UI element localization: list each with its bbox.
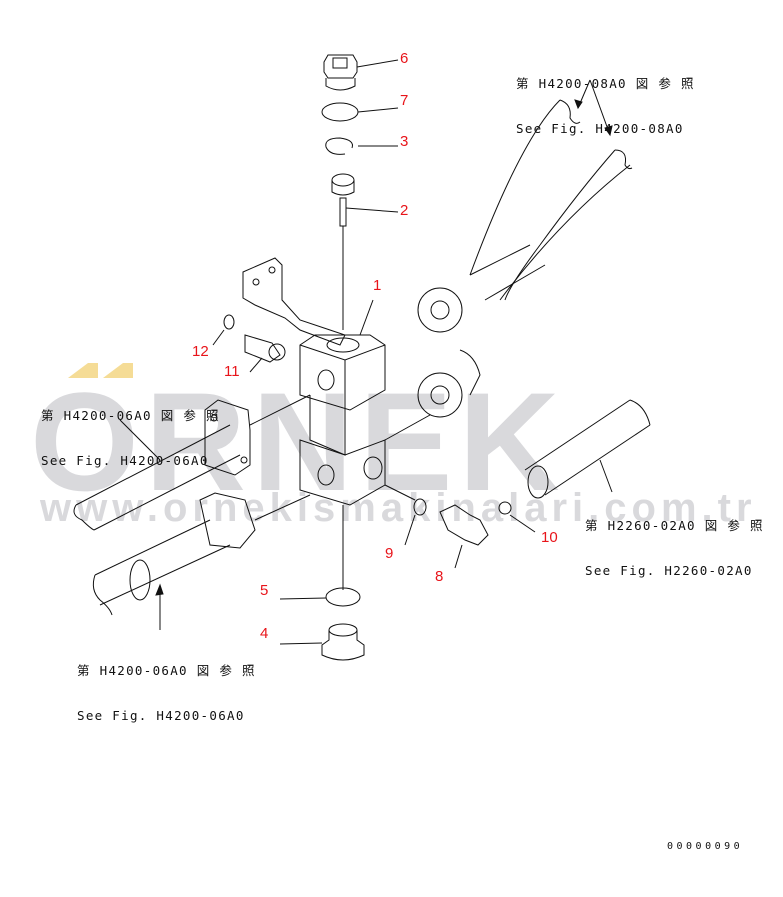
hose-upper-right xyxy=(417,99,633,418)
reference-note-mid-left: 第 H4200-06A0 図 参 照 See Fig. H4200-06A0 xyxy=(41,378,220,498)
hose-left-lower xyxy=(92,492,311,630)
reference-jp: 第 H4200-06A0 図 参 照 xyxy=(77,663,256,678)
callout-3: 3 xyxy=(400,133,409,150)
callout-10: 10 xyxy=(541,529,558,546)
reference-en: See Fig. H4200-08A0 xyxy=(516,121,684,136)
reference-note-top-right: 第 H4200-08A0 図 参 照 See Fig. H4200-08A0 xyxy=(516,46,695,166)
reference-note-mid-right: 第 H2260-02A0 図 参 照 See Fig. H2260-02A0 xyxy=(585,488,764,608)
watermark-url: www.ornekismakinalari.com.tr xyxy=(40,486,757,530)
oring-part-10 xyxy=(498,501,512,515)
callout-4: 4 xyxy=(260,625,269,642)
hose-left-upper xyxy=(73,394,311,531)
valve-block-part-1 xyxy=(299,299,386,590)
callout-9: 9 xyxy=(385,545,394,562)
callout-2: 2 xyxy=(400,202,409,219)
snapring-part-3 xyxy=(325,137,353,155)
watermark-accent-icon xyxy=(68,363,133,378)
callout-12: 12 xyxy=(192,343,209,360)
reference-en: See Fig. H4200-06A0 xyxy=(41,453,209,468)
elbow-part-8 xyxy=(439,504,489,569)
callout-1: 1 xyxy=(373,277,382,294)
reference-en: See Fig. H4200-06A0 xyxy=(77,708,245,723)
plug-part-6 xyxy=(323,54,399,91)
reference-jp: 第 H4200-08A0 図 参 照 xyxy=(516,76,695,91)
callout-6: 6 xyxy=(400,50,409,67)
ref-arrows-top xyxy=(574,79,613,137)
callout-7: 7 xyxy=(400,92,409,109)
reference-jp: 第 H2260-02A0 図 参 照 xyxy=(585,518,764,533)
washer-part-12 xyxy=(223,314,235,330)
callout-8: 8 xyxy=(435,568,444,585)
oring-part-7 xyxy=(321,102,359,122)
watermark-brand: ORNEK xyxy=(30,363,566,520)
reference-en: See Fig. H2260-02A0 xyxy=(585,563,753,578)
oring-part-5 xyxy=(325,587,361,607)
plug-part-4 xyxy=(279,623,365,661)
bolt-part-11 xyxy=(244,334,286,373)
hose-right xyxy=(384,399,651,499)
bracket xyxy=(242,257,346,346)
oring-part-9 xyxy=(413,498,427,516)
reference-note-bottom-left: 第 H4200-06A0 図 参 照 See Fig. H4200-06A0 xyxy=(77,633,256,753)
valve-part-2 xyxy=(331,173,399,330)
reference-jp: 第 H4200-06A0 図 参 照 xyxy=(41,408,220,423)
callout-5: 5 xyxy=(260,582,269,599)
document-number: 00000090 xyxy=(667,841,744,852)
callout-11: 11 xyxy=(224,363,240,380)
